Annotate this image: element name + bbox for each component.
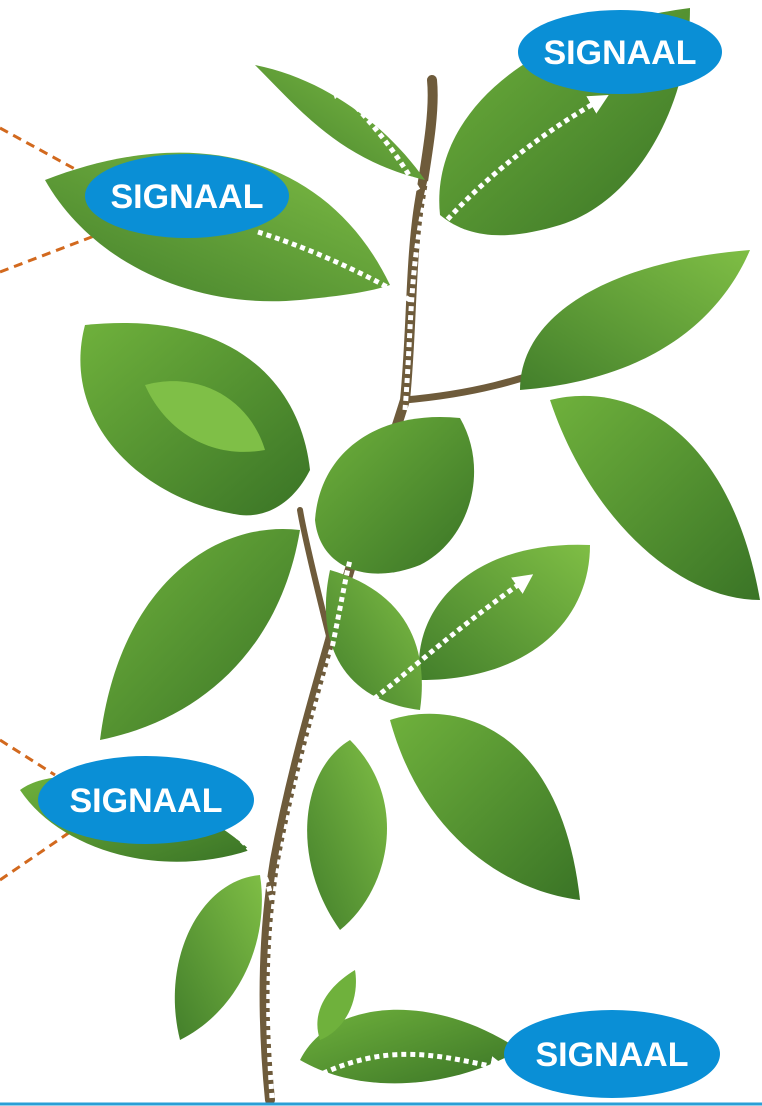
leaf-top-small <box>255 65 425 180</box>
signal-label: SIGNAAL <box>544 34 697 72</box>
signal-badge-left: SIGNAAL <box>85 154 289 238</box>
leaf-center-right <box>419 545 590 680</box>
signal-label: SIGNAAL <box>70 782 223 820</box>
leaf-center-lower <box>326 570 422 710</box>
signal-badge-bottom-left: SIGNAAL <box>38 756 254 844</box>
signal-label: SIGNAAL <box>536 1036 689 1074</box>
leaf-bottom-small <box>175 875 262 1040</box>
leaf-lower-left <box>100 529 300 740</box>
leaf-center <box>315 417 474 574</box>
pointer-line-2a <box>0 740 55 775</box>
signal-badge-top-right: SIGNAAL <box>518 10 722 94</box>
signal-badge-bottom-right: SIGNAAL <box>504 1010 720 1098</box>
pointer-line-2b <box>0 832 70 880</box>
leaf-lower-right <box>390 714 580 900</box>
leaf-right-upper <box>520 250 750 390</box>
signal-label: SIGNAAL <box>111 178 264 216</box>
leaf-lower-mid <box>307 740 387 930</box>
